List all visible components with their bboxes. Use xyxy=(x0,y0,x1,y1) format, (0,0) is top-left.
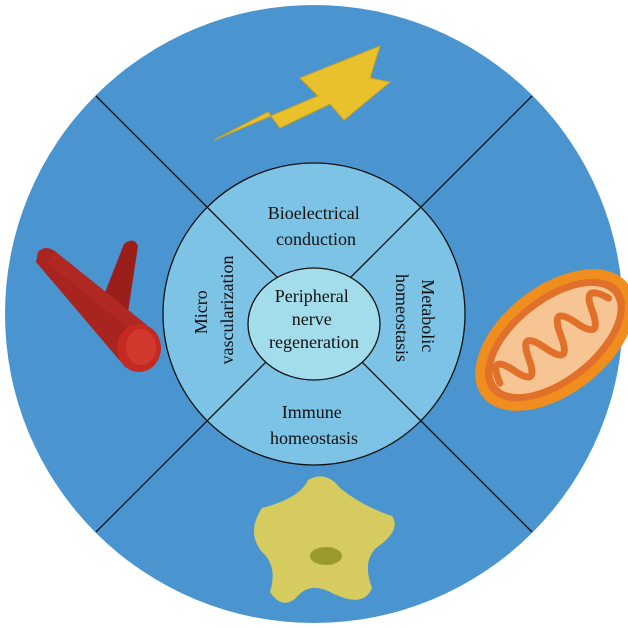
segment-bottom-line-1: Immune xyxy=(282,402,342,422)
segment-bottom-line-2: homeostasis xyxy=(270,428,358,448)
segment-right-line-2: homeostasis xyxy=(392,274,412,362)
center-line-1: Peripheral xyxy=(275,286,349,306)
segment-top-line-1: Bioelectrical xyxy=(268,203,360,223)
cell-nucleus xyxy=(310,547,342,565)
segment-top-line-2: conduction xyxy=(276,229,356,249)
segment-left-line-1: Micro xyxy=(191,290,211,334)
center-line-3: regeneration xyxy=(269,332,359,352)
segment-left-line-2: vascularization xyxy=(217,256,237,365)
segment-right-line-1: Metabolic xyxy=(418,279,438,352)
center-line-2: nerve xyxy=(292,309,332,329)
